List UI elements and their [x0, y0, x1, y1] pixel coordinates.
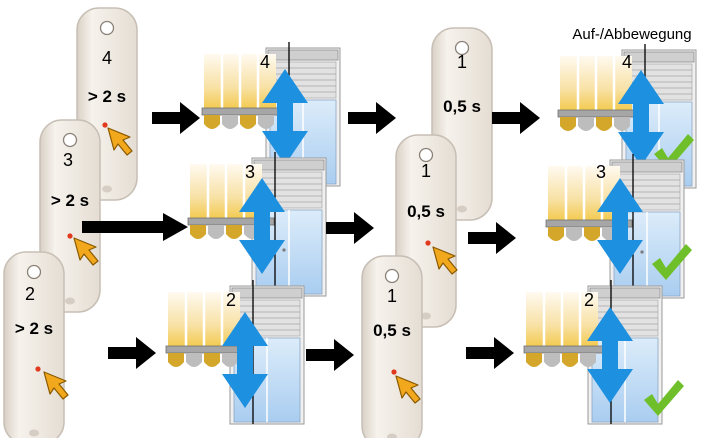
press-duration-short: 0,5 s — [443, 97, 481, 116]
row-3: 2 > 2 s 2 1 0,5 s 2 — [3, 251, 684, 438]
press-duration-long: > 2 s — [15, 319, 53, 338]
press-duration-long: > 2 s — [51, 191, 89, 210]
right-arrow-icon — [348, 102, 396, 134]
remote-control-icon: 1 0,5 s — [395, 134, 457, 328]
press-duration-short: 0,5 s — [407, 202, 445, 221]
row-1: 4 > 2 s 4 1 0,5 s 4 Auf-/Abbewegung — [76, 7, 698, 221]
press-duration-long: > 2 s — [88, 87, 126, 106]
press-duration-short: 0,5 s — [373, 321, 411, 340]
remote-control-icon: 1 0,5 s — [431, 27, 493, 221]
channel-number: 1 — [457, 52, 467, 72]
scene-channel-number: 4 — [260, 52, 270, 72]
awning-window-icon: 3 — [186, 150, 328, 298]
scene-channel-number: 2 — [226, 290, 236, 310]
channel-number: 4 — [102, 48, 112, 68]
right-arrow-icon — [306, 339, 354, 371]
awning-window-icon: 2 — [164, 278, 306, 426]
scene-channel-number: 2 — [584, 290, 594, 310]
remote-control-icon: 4 > 2 s — [76, 7, 138, 201]
right-arrow-icon — [468, 222, 516, 254]
right-arrow-icon — [492, 102, 540, 134]
channel-number: 1 — [387, 286, 397, 306]
right-arrow-icon — [152, 102, 200, 134]
channel-number: 2 — [25, 284, 35, 304]
remote-control-icon: 1 0,5 s — [361, 255, 423, 438]
right-arrow-icon — [108, 337, 156, 369]
awning-window-icon: 3 — [544, 152, 686, 300]
remote-control-icon: 2 > 2 s — [3, 251, 65, 438]
awning-window-icon: 4 — [200, 40, 342, 188]
scene-channel-number: 3 — [245, 162, 255, 182]
right-arrow-icon — [82, 213, 188, 241]
motion-caption: Auf-/Abbewegung — [572, 26, 691, 43]
scene-channel-number: 4 — [622, 52, 632, 72]
scene-channel-number: 3 — [596, 162, 606, 182]
channel-number: 1 — [421, 161, 431, 181]
right-arrow-icon — [326, 212, 374, 244]
awning-window-icon: 2 — [522, 278, 664, 426]
remote-control-icon: 3 > 2 s — [39, 119, 101, 313]
awning-window-icon: 4 — [556, 42, 698, 190]
row-2: 3 > 2 s 3 1 0,5 s 3 — [39, 119, 692, 328]
channel-number: 3 — [63, 150, 73, 170]
right-arrow-icon — [466, 337, 514, 369]
